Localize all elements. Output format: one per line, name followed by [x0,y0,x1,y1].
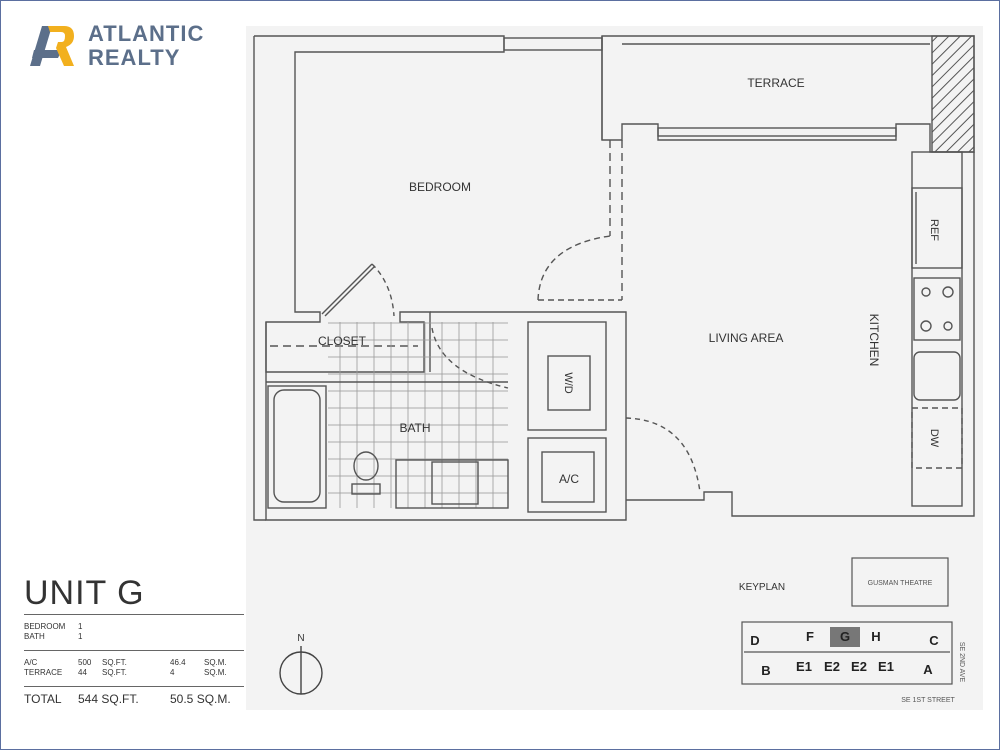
logo-mark-icon [30,26,74,66]
bath-floor [328,322,508,508]
shower-base [431,461,479,505]
label-wd: W/D [562,372,574,393]
specs-bedroom-value: 1 [78,622,83,631]
compass-n-label: N [297,633,304,644]
toilet [353,451,379,481]
keyplan-unit-g: G [840,629,850,644]
kitchen-counter [911,151,963,507]
dishwasher [911,407,963,469]
specs-terrace-label: TERRACE [24,668,63,677]
specs-total-label: TOTAL [24,692,62,706]
specs-bedroom-label: BEDROOM [24,622,66,631]
keyplan-unit-d: D [750,633,759,648]
keyplan-unit-e2-right: E2 [851,659,867,674]
bedroom-window [503,37,603,51]
terrace-slider [657,127,897,137]
keyplan-unit-b: B [761,663,770,678]
kitchen-wall [626,152,975,517]
label-ref: REF [928,219,940,241]
room-label-kitchen: KITCHEN [867,314,881,367]
label-dw: DW [928,429,940,448]
ac-closet [527,437,607,513]
sink-vanity [395,459,509,509]
keyplan-unit-e1-right: E1 [878,659,894,674]
specs-ac-sqm: 46.4 [170,658,186,667]
laundry-closet [527,321,607,431]
specs-bath-value: 1 [78,632,83,641]
unit-title: UNIT G [24,574,145,612]
column-hatched [931,35,975,153]
bathtub [267,385,327,509]
brand-name-line2: REALTY [88,45,181,70]
specs-total-sqft: 544 SQ.FT. [78,692,139,706]
north-compass-icon [279,646,323,695]
specs-terrace-sqft-unit: SQ.FT. [102,668,127,677]
keyplan-unit-f: F [806,629,814,644]
gusman-theatre-label: GUSMAN THEATRE [868,580,933,587]
room-label-terrace: TERRACE [747,76,804,90]
keyplan-unit-h: H [871,629,880,644]
specs-terrace-sqm-unit: SQ.M. [204,668,227,677]
specs-ac-label: A/C [24,658,38,667]
brand-name-line1: ATLANTIC [88,21,205,46]
keyplan-unit-e1-left: E1 [796,659,812,674]
room-label-living: LIVING AREA [709,331,784,345]
keyplan-unit-g-highlight [830,627,860,647]
keyplan-label: KEYPLAN [739,582,785,593]
gusman-theatre-box [851,557,949,607]
specs-ac-sqft-unit: SQ.FT. [102,658,127,667]
cooktop [913,277,961,341]
room-label-bath: BATH [399,421,430,435]
keyplan-unit-c: C [929,633,939,648]
room-label-bedroom: BEDROOM [409,180,471,194]
keyplan-unit-a: A [923,662,933,677]
refrigerator [911,187,963,269]
ac-unit [541,451,595,503]
specs-bath-label: BATH [24,632,45,641]
specs-total-sqm: 50.5 SQ.M. [170,692,231,706]
kitchen-sink [913,351,961,401]
atlantic-realty-logo: ATLANTIC REALTY [28,20,238,72]
specs-terrace-sqft: 44 [78,668,87,677]
street-label-bottom: SE 1ST STREET [901,697,955,704]
specs-ac-sqm-unit: SQ.M. [204,658,227,667]
specs-terrace-sqm: 4 [170,668,175,677]
street-label-side: SE 2ND AVE [958,642,965,683]
specs-ac-sqft: 500 [78,658,92,667]
room-label-closet: CLOSET [318,334,367,348]
keyplan-unit-e2-left: E2 [824,659,840,674]
room-label-ac: A/C [559,472,579,486]
keyplan-map [741,621,953,685]
washer-dryer [547,355,591,411]
interior-wall-left [253,36,266,521]
